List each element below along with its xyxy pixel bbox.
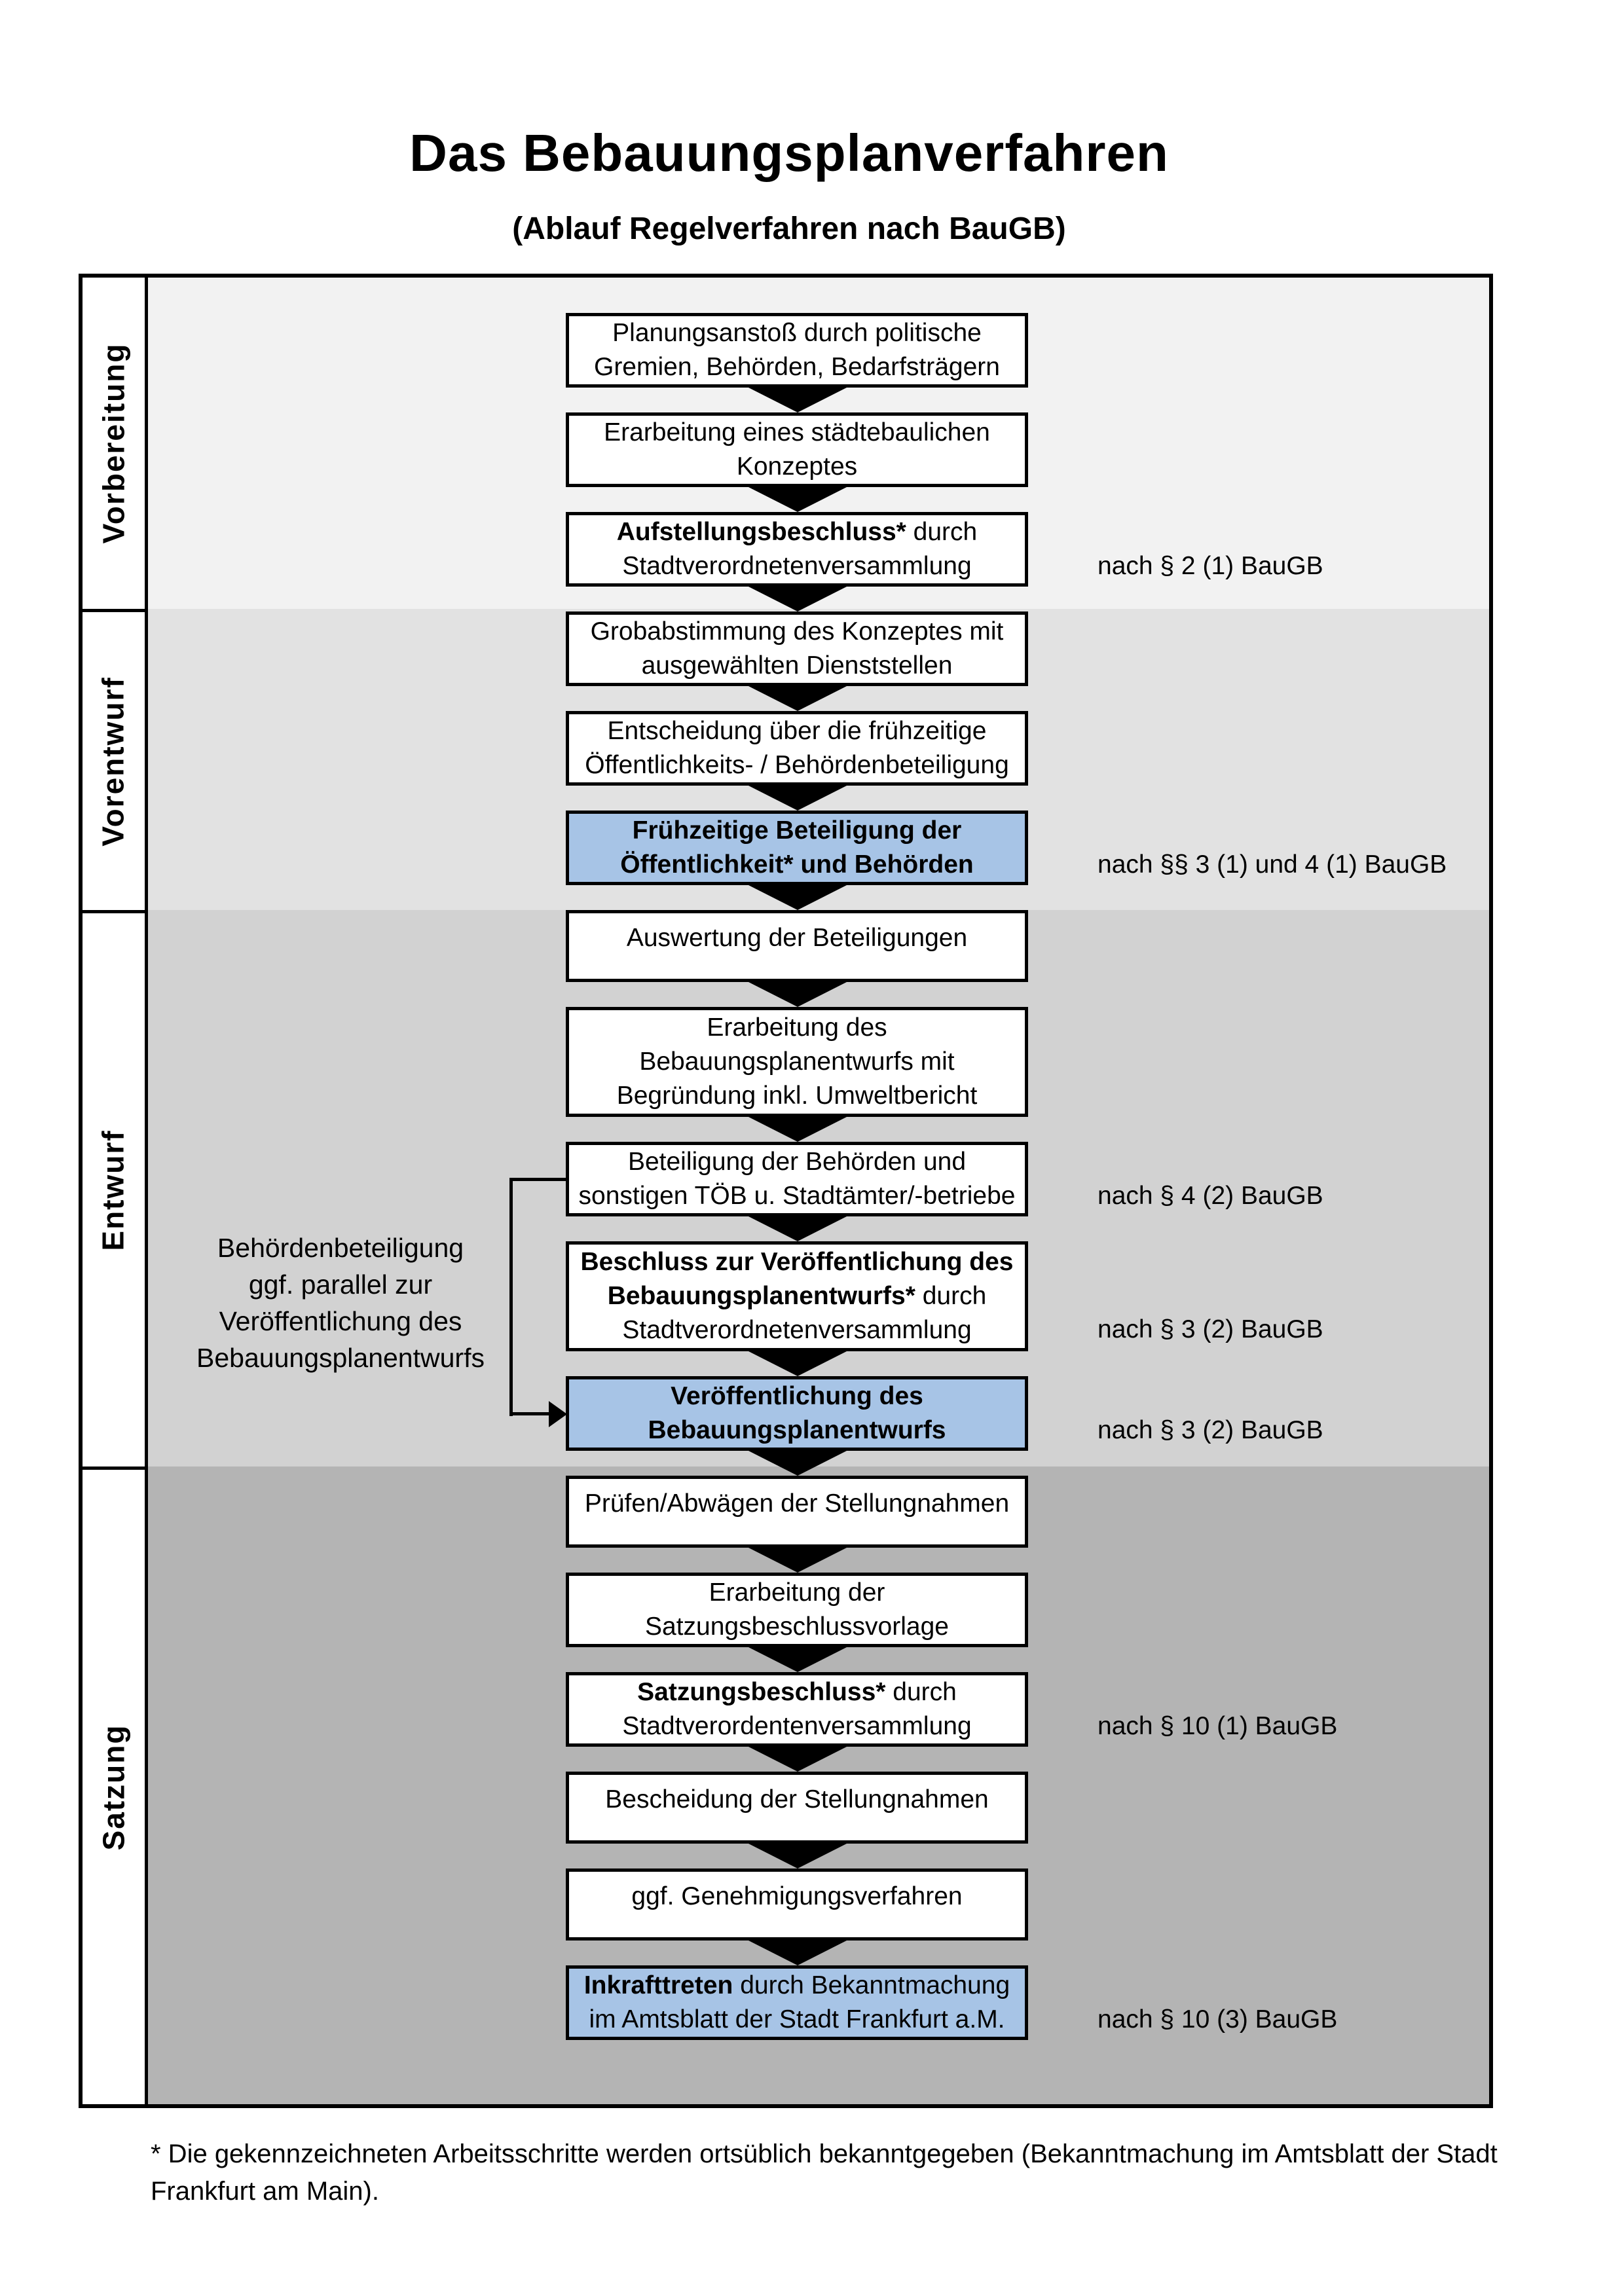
phase-label-cell-entwurf: Entwurf: [79, 910, 148, 1470]
phase-label-cell-vorbereitung: Vorbereitung: [79, 274, 148, 612]
flow-box-auswertung: Auswertung der Beteiligungen: [566, 910, 1028, 982]
down-arrow-icon: [748, 1451, 847, 1476]
down-arrow-icon: [748, 885, 847, 910]
down-arrow-icon: [748, 1647, 847, 1672]
flow-box-pruefen-abwaegen: Prüfen/Abwägen der Stellungnahmen: [566, 1476, 1028, 1548]
legal-note: nach § 2 (1) BauGB: [1098, 552, 1323, 580]
phase-label-cell-satzung: Satzung: [79, 1467, 148, 2108]
down-arrow-icon: [748, 487, 847, 512]
page-title: Das Bebauungsplanverfahren: [409, 124, 1169, 182]
down-arrow-icon: [748, 982, 847, 1007]
phase-label-entwurf: Entwurf: [96, 1129, 131, 1251]
bracket-line-bottom: [509, 1412, 550, 1415]
down-arrow-icon: [748, 388, 847, 412]
down-arrow-icon: [748, 1548, 847, 1573]
phase-label-vorbereitung: Vorbereitung: [96, 342, 131, 543]
down-arrow-icon: [748, 587, 847, 611]
legal-note: nach §§ 3 (1) und 4 (1) BauGB: [1098, 850, 1447, 879]
down-arrow-icon: [748, 686, 847, 711]
flow-box-bescheidung: Bescheidung der Stellungnahmen: [566, 1772, 1028, 1844]
phase-label-vorentwurf: Vorentwurf: [96, 676, 130, 847]
phase-label-satzung: Satzung: [96, 1724, 131, 1851]
footnote: * Die gekennzeichneten Arbeitsschritte w…: [151, 2140, 1498, 2206]
down-arrow-icon: [748, 1216, 847, 1241]
right-arrow-icon: [549, 1401, 567, 1427]
legal-note: nach § 10 (1) BauGB: [1098, 1712, 1338, 1740]
bracket-line-top: [509, 1178, 566, 1181]
down-arrow-icon: [748, 1941, 847, 1965]
down-arrow-icon: [748, 1351, 847, 1376]
legal-note: nach § 10 (3) BauGB: [1098, 2005, 1338, 2033]
down-arrow-icon: [748, 1844, 847, 1868]
legal-note: nach § 3 (2) BauGB: [1098, 1416, 1323, 1444]
down-arrow-icon: [748, 1117, 847, 1142]
down-arrow-icon: [748, 1747, 847, 1772]
bracket-line-vertical: [509, 1178, 513, 1416]
page-subtitle: (Ablauf Regelverfahren nach BauGB): [512, 211, 1066, 246]
down-arrow-icon: [748, 786, 847, 811]
legal-note: nach § 3 (2) BauGB: [1098, 1315, 1323, 1343]
flow-box-genehmigungsverfahren: ggf. Genehmigungsverfahren: [566, 1868, 1028, 1941]
phase-label-cell-vorentwurf: Vorentwurf: [79, 609, 148, 913]
legal-note: nach § 4 (2) BauGB: [1098, 1182, 1323, 1210]
